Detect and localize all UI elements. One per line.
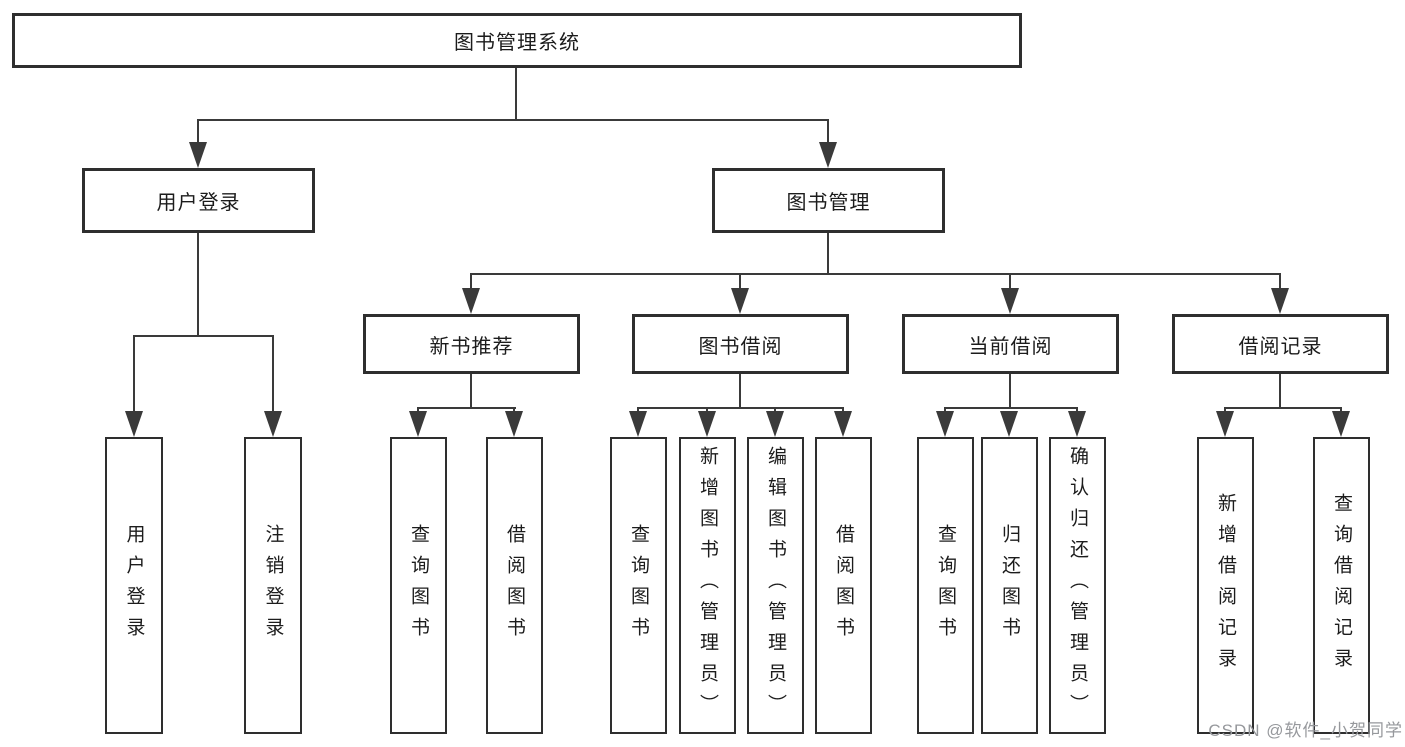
arrow-down-icon (505, 411, 523, 437)
node-library-management-system: 图书管理系统 (12, 13, 1022, 68)
node-label: 用户登录 (156, 192, 241, 214)
leaf-label: 编辑图书（管理员） (765, 446, 786, 725)
connector-new-book-rail (417, 407, 516, 409)
node-label: 图书借阅 (698, 335, 783, 358)
leaf-add-book-admin: 新增图书（管理员） (679, 437, 736, 734)
node-user-login: 用户登录 (82, 168, 315, 233)
leaf-user-login: 用户登录 (105, 437, 163, 734)
arrow-down-icon (1271, 288, 1289, 314)
connector-root-rail (197, 119, 829, 121)
connector-root-stem (515, 68, 517, 121)
connector-to-leaf-user-login (133, 335, 135, 417)
connector-user-login-rail (133, 335, 274, 337)
arrow-down-icon (1068, 411, 1086, 437)
arrow-down-icon (731, 288, 749, 314)
leaf-label: 新增图书（管理员） (697, 446, 718, 725)
arrow-down-icon (264, 411, 282, 437)
leaf-return-book: 归还图书 (981, 437, 1038, 734)
leaf-label: 查询图书 (408, 523, 429, 648)
arrow-down-icon (766, 411, 784, 437)
arrow-down-icon (698, 411, 716, 437)
leaf-edit-book-admin: 编辑图书（管理员） (747, 437, 804, 734)
node-book-management: 图书管理 (712, 168, 945, 233)
leaf-add-borrow-record: 新增借阅记录 (1197, 437, 1254, 734)
connector-borrow-records-rail (1224, 407, 1342, 409)
node-book-borrow: 图书借阅 (632, 314, 849, 374)
connector-book-mgmt-rail (470, 273, 1281, 275)
node-borrow-records: 借阅记录 (1172, 314, 1389, 374)
arrow-down-icon (819, 142, 837, 168)
node-label: 图书管理 (786, 192, 871, 214)
connector-current-borrow-rail (944, 407, 1078, 409)
node-label: 图书管理系统 (454, 32, 580, 54)
connector-to-leaf-logout (272, 335, 274, 417)
connector-book-mgmt-stem (827, 233, 829, 275)
arrow-down-icon (409, 411, 427, 437)
node-current-borrow: 当前借阅 (902, 314, 1119, 374)
connector-to-book-borrow (739, 273, 741, 293)
connector-to-new-book-recommend (470, 273, 472, 293)
leaf-label: 查询图书 (935, 523, 956, 648)
arrow-down-icon (1001, 288, 1019, 314)
connector-new-book-stem (470, 374, 472, 409)
connector-borrow-records-stem (1279, 374, 1281, 409)
leaf-label: 注销登录 (262, 523, 284, 648)
leaf-label: 查询图书 (628, 523, 649, 648)
node-label: 当前借阅 (968, 335, 1053, 358)
watermark: CSDN @软件_小贺同学 (1208, 721, 1403, 740)
node-new-book-recommend: 新书推荐 (363, 314, 580, 374)
leaf-query-borrow-record: 查询借阅记录 (1313, 437, 1370, 734)
arrow-down-icon (125, 411, 143, 437)
arrow-down-icon (189, 142, 207, 168)
connector-current-borrow-stem (1009, 374, 1011, 409)
leaf-label: 归还图书 (999, 523, 1020, 648)
arrow-down-icon (834, 411, 852, 437)
node-label: 借阅记录 (1238, 335, 1323, 358)
connector-to-current-borrow (1009, 273, 1011, 293)
leaf-query-books-borrow: 查询图书 (610, 437, 667, 734)
connector-book-borrow-rail (637, 407, 844, 409)
arrow-down-icon (629, 411, 647, 437)
connector-user-login-stem (197, 233, 199, 337)
leaf-label: 借阅图书 (504, 523, 525, 648)
leaf-confirm-return-admin: 确认归还（管理员） (1049, 437, 1106, 734)
connector-book-borrow-stem (739, 374, 741, 409)
arrow-down-icon (462, 288, 480, 314)
leaf-label: 新增借阅记录 (1215, 492, 1236, 679)
node-label: 新书推荐 (429, 335, 514, 358)
arrow-down-icon (1332, 411, 1350, 437)
leaf-query-books-recommend: 查询图书 (390, 437, 447, 734)
leaf-logout: 注销登录 (244, 437, 302, 734)
connector-to-borrow-records (1279, 273, 1281, 293)
leaf-label: 查询借阅记录 (1331, 492, 1352, 679)
arrow-down-icon (1216, 411, 1234, 437)
connector-root-to-user-login (197, 119, 199, 147)
leaf-borrow-books-recommend: 借阅图书 (486, 437, 543, 734)
leaf-query-books-current: 查询图书 (917, 437, 974, 734)
leaf-label: 用户登录 (123, 523, 145, 648)
arrow-down-icon (936, 411, 954, 437)
connector-root-to-book-mgmt (827, 119, 829, 147)
leaf-label: 借阅图书 (833, 523, 854, 648)
leaf-label: 确认归还（管理员） (1067, 446, 1088, 725)
leaf-borrow-books: 借阅图书 (815, 437, 872, 734)
arrow-down-icon (1000, 411, 1018, 437)
